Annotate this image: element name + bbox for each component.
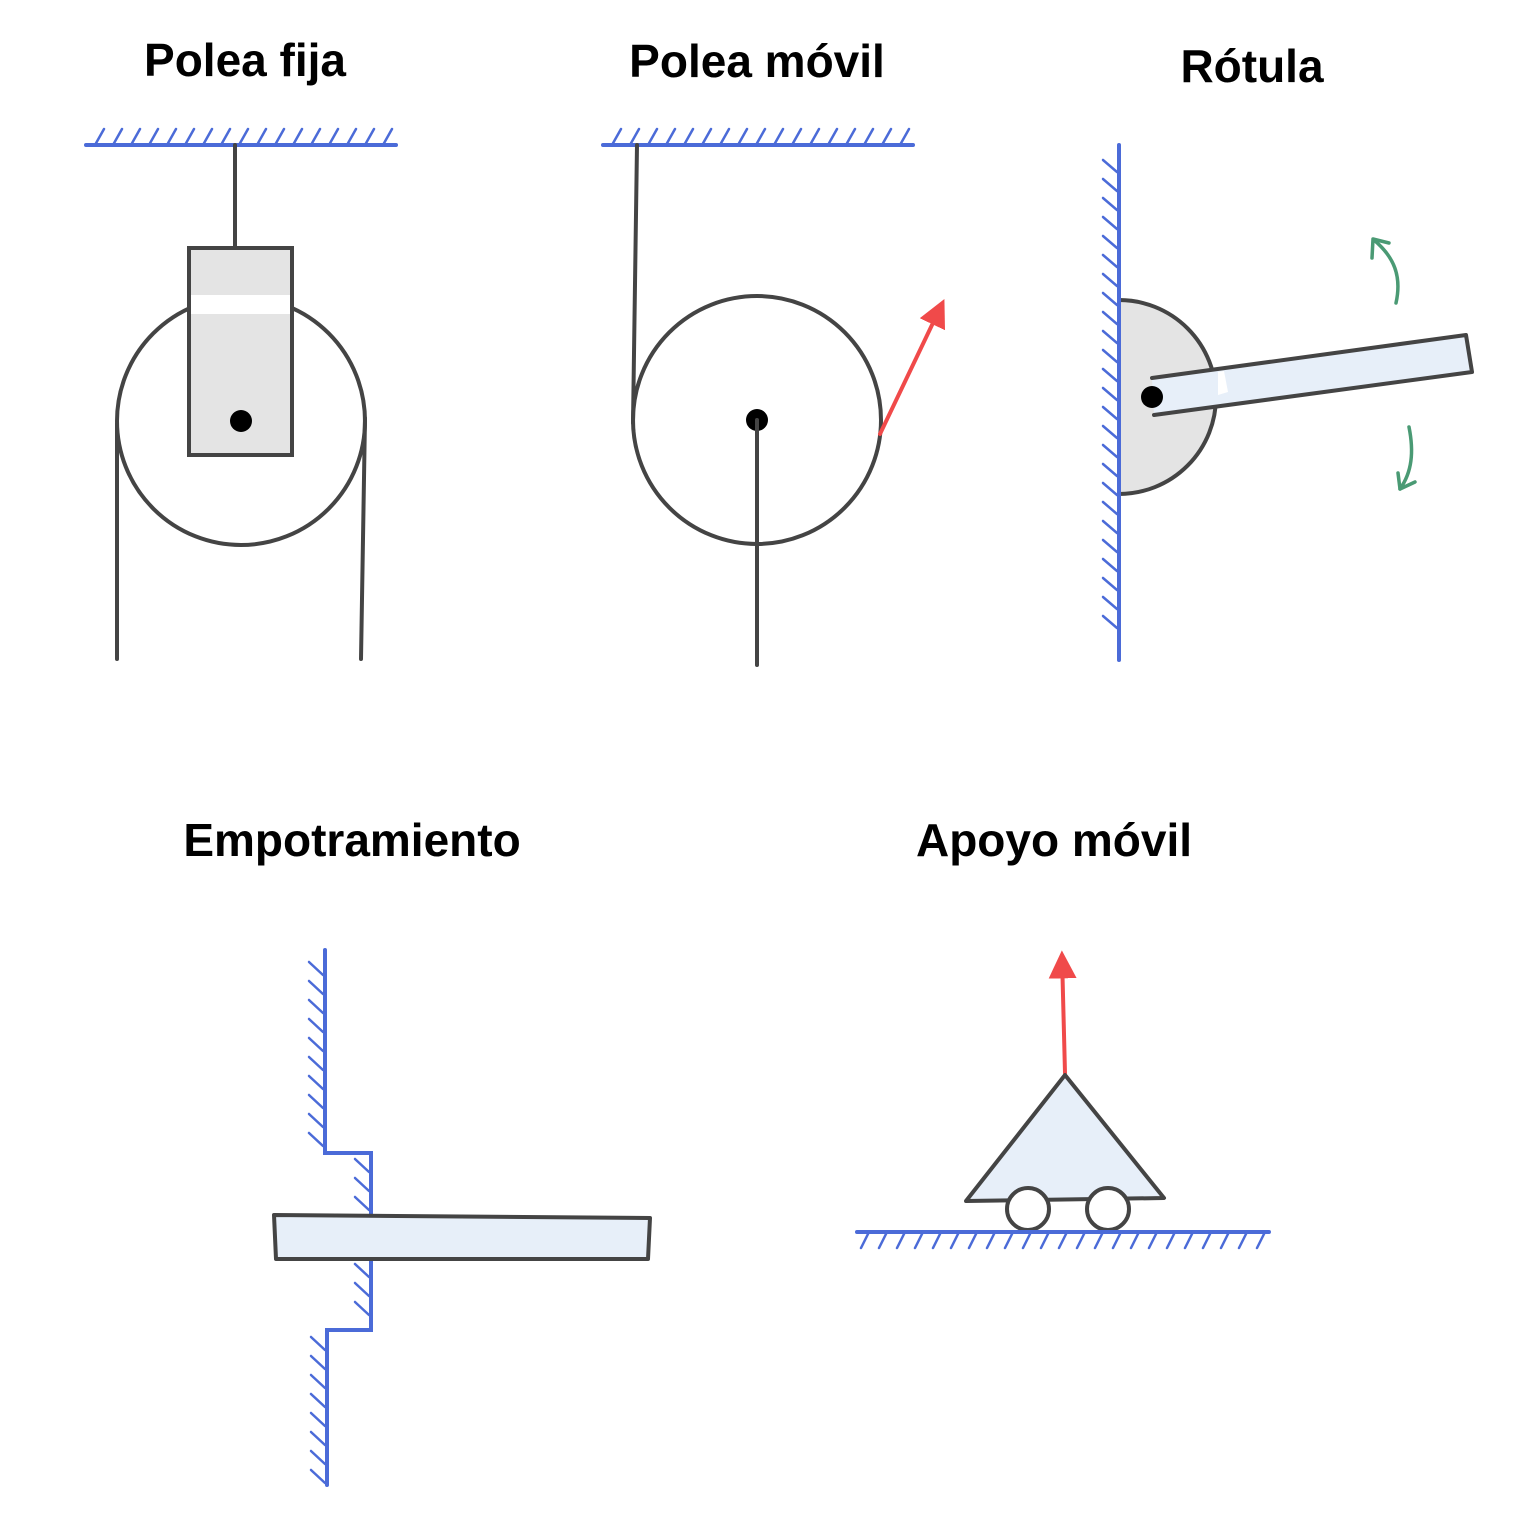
rotation-down-arrowhead (1396, 471, 1417, 491)
joint-pin (1141, 386, 1163, 408)
ceiling-hatch (93, 127, 394, 147)
beam-outline (1150, 333, 1474, 417)
force-arrow-icon (878, 298, 945, 436)
rotation-up-arrowhead (1370, 237, 1391, 260)
beam-highlight (1218, 371, 1228, 395)
beam-fill (1152, 335, 1472, 415)
ceiling-hatch (610, 127, 911, 147)
fixed-rope (631, 143, 639, 425)
right-roller-wheel (1085, 1186, 1131, 1232)
wall-support (1101, 143, 1121, 662)
rotation-down-curved-arrow-icon (1398, 425, 1414, 491)
movable-pulley-title: Polea móvil (629, 35, 885, 87)
left-roller-wheel (1005, 1186, 1051, 1232)
ceiling-support (84, 127, 398, 147)
pulley-axle (230, 410, 252, 432)
fixed-support-group: Empotramiento (183, 814, 652, 1487)
right-rope (359, 416, 367, 661)
cantilever-beam (272, 1213, 652, 1261)
rotation-up-curved-arrow-icon (1372, 238, 1400, 305)
roller-support-title: Apoyo móvil (916, 814, 1192, 866)
ball-joint-group: Rótula (1101, 40, 1474, 662)
fixed-support-title: Empotramiento (183, 814, 520, 866)
fixed-pulley-title: Polea fija (144, 34, 346, 86)
wall-hatch (1101, 158, 1119, 630)
roller-support-group: Apoyo móvil (855, 814, 1271, 1250)
reaction-force-arrow-icon (1048, 950, 1077, 1075)
ceiling-support (601, 127, 915, 147)
ball-joint-title: Rótula (1180, 40, 1324, 92)
support-triangle (964, 1073, 1166, 1203)
ground-support (855, 1230, 1271, 1250)
block-highlight (191, 295, 290, 314)
movable-pulley-group: Polea móvil (601, 35, 945, 667)
wall-hatch (307, 960, 371, 1485)
ground-hatch (859, 1230, 1267, 1250)
fixed-pulley-group: Polea fija (84, 34, 398, 661)
